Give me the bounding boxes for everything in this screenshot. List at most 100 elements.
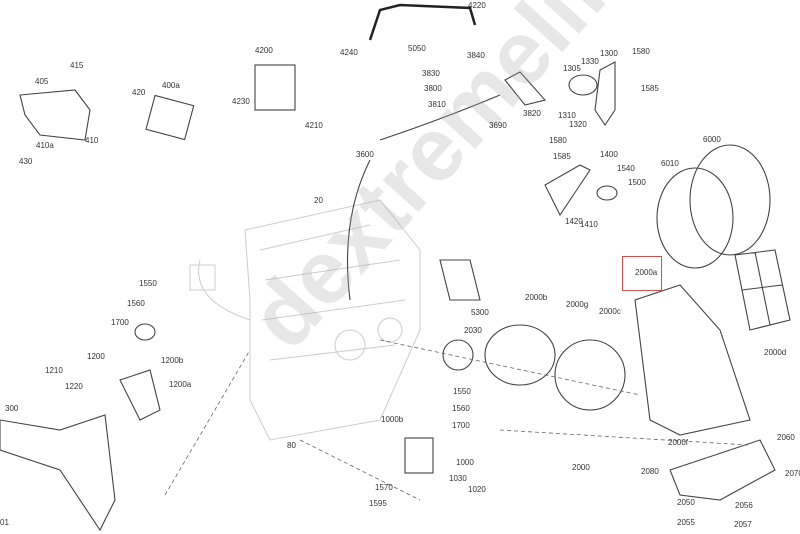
part-label-1410[interactable]: 1410 [580, 220, 598, 229]
part-label-4200[interactable]: 4200 [255, 46, 273, 55]
part-label-410a[interactable]: 410a [36, 141, 54, 150]
part-label-4210[interactable]: 4210 [305, 121, 323, 130]
harness-3600 [346, 94, 501, 301]
bracket-410 [19, 89, 91, 141]
part-label-410[interactable]: 410 [85, 136, 99, 145]
part-label-4220[interactable]: 4220 [468, 1, 486, 10]
part-label-3840[interactable]: 3840 [467, 51, 485, 60]
part-label-2070[interactable]: 2070 [785, 469, 800, 478]
part-label-415[interactable]: 415 [70, 61, 84, 70]
bracket-1400 [544, 164, 591, 217]
part-label-5300[interactable]: 5300 [471, 308, 489, 317]
part-label-2030[interactable]: 2030 [464, 326, 482, 335]
part-label-2000g[interactable]: 2000g [566, 300, 589, 309]
part-label-1030[interactable]: 1030 [449, 474, 467, 483]
part-label-1400[interactable]: 1400 [600, 150, 618, 159]
part-label-80[interactable]: 80 [287, 441, 296, 450]
part-label-6010[interactable]: 6010 [661, 159, 679, 168]
part-label-1560-a[interactable]: 1560 [127, 299, 145, 308]
part-label-2000[interactable]: 2000 [572, 463, 590, 472]
part-label-420[interactable]: 420 [132, 88, 146, 97]
part-label-1550-a[interactable]: 1550 [139, 279, 157, 288]
part-label-1595[interactable]: 1595 [369, 499, 387, 508]
part-label-3820[interactable]: 3820 [523, 109, 541, 118]
part-label-2055[interactable]: 2055 [677, 518, 695, 527]
part-label-1500[interactable]: 1500 [628, 178, 646, 187]
mount-1000 [404, 437, 434, 474]
part-label-2000f[interactable]: 2000f [668, 438, 689, 447]
filter-6000 [689, 144, 771, 256]
part-label-1200a[interactable]: 1200a [169, 380, 192, 389]
part-label-1305[interactable]: 1305 [563, 64, 581, 73]
part-label-300[interactable]: 300 [5, 404, 19, 413]
housing-2000b [484, 324, 556, 386]
part-label-5050[interactable]: 5050 [408, 44, 426, 53]
part-label-1540[interactable]: 1540 [617, 164, 635, 173]
part-label-2080[interactable]: 2080 [641, 467, 659, 476]
part-label-2000a[interactable]: 2000a [635, 268, 658, 277]
part-label-1700-a[interactable]: 1700 [111, 318, 129, 327]
engine-drawing [189, 199, 421, 441]
mount-1500 [596, 185, 618, 201]
highlight-box-2000a [622, 256, 662, 291]
part-label-1580-a[interactable]: 1580 [632, 47, 650, 56]
grid-2000d [734, 249, 791, 331]
actuator-400a [145, 94, 195, 141]
part-label-2057[interactable]: 2057 [734, 520, 752, 529]
part-label-1585-a[interactable]: 1585 [641, 84, 659, 93]
part-label-2056[interactable]: 2056 [735, 501, 753, 510]
part-label-1560-b[interactable]: 1560 [452, 404, 470, 413]
part-label-1420[interactable]: 1420 [565, 217, 583, 226]
mount-1305 [568, 74, 598, 96]
part-label-1700-b[interactable]: 1700 [452, 421, 470, 430]
part-label-3810[interactable]: 3810 [428, 100, 446, 109]
part-label-1320[interactable]: 1320 [569, 120, 587, 129]
part-label-1000[interactable]: 1000 [456, 458, 474, 467]
leader-lines [164, 339, 749, 501]
part-label-1020[interactable]: 1020 [468, 485, 486, 494]
cable-4220 [368, 3, 477, 41]
part-label-1220[interactable]: 1220 [65, 382, 83, 391]
bracket-1300 [594, 61, 616, 126]
cover-300 [0, 414, 116, 532]
part-label-2050[interactable]: 2050 [677, 498, 695, 507]
part-label-1330[interactable]: 1330 [581, 57, 599, 66]
part-label-3690[interactable]: 3690 [489, 121, 507, 130]
part-label-1550-b[interactable]: 1550 [453, 387, 471, 396]
part-label-3600[interactable]: 3600 [356, 150, 374, 159]
part-label-2000b[interactable]: 2000b [525, 293, 548, 302]
part-label-6000[interactable]: 6000 [703, 135, 721, 144]
part-label-1200[interactable]: 1200 [87, 352, 105, 361]
part-label-1585-b[interactable]: 1585 [553, 152, 571, 161]
part-label-1580-b[interactable]: 1580 [549, 136, 567, 145]
clamp-2030 [442, 339, 474, 371]
part-label-4240[interactable]: 4240 [340, 48, 358, 57]
mount-1200a [119, 369, 161, 421]
part-label-1000b[interactable]: 1000b [381, 415, 404, 424]
part-label-1200b[interactable]: 1200b [161, 356, 184, 365]
part-label-3800[interactable]: 3800 [424, 84, 442, 93]
part-label-1300[interactable]: 1300 [600, 49, 618, 58]
part-label-3830[interactable]: 3830 [422, 69, 440, 78]
gasket-2000c [554, 339, 626, 411]
washer-1700a [134, 323, 156, 341]
part-label-20[interactable]: 20 [314, 196, 323, 205]
part-label-430[interactable]: 430 [19, 157, 33, 166]
part-label-2000c[interactable]: 2000c [599, 307, 621, 316]
part-label-1210[interactable]: 1210 [45, 366, 63, 375]
part-label-2000d[interactable]: 2000d [764, 348, 787, 357]
part-label-2060[interactable]: 2060 [777, 433, 795, 442]
module-4200 [254, 64, 296, 111]
cover-5300 [439, 259, 481, 301]
part-label-400a[interactable]: 400a [162, 81, 180, 90]
part-label-405[interactable]: 405 [35, 77, 49, 86]
part-label-4230[interactable]: 4230 [232, 97, 250, 106]
part-label-1310[interactable]: 1310 [558, 111, 576, 120]
base-2060 [669, 439, 776, 501]
part-label-1570[interactable]: 1570 [375, 483, 393, 492]
part-label-01[interactable]: 01 [0, 518, 9, 527]
filter-6010 [656, 167, 734, 269]
airbox-2000a [634, 284, 751, 436]
